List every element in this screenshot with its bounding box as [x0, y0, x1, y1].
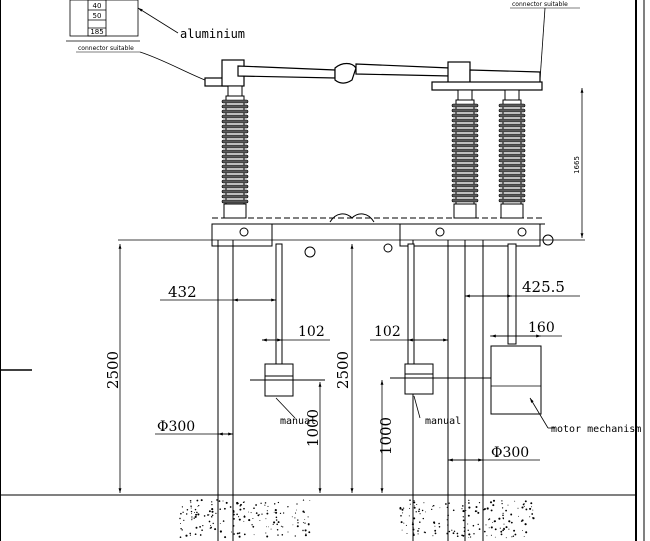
table-value-1: 40 [93, 2, 102, 10]
dim-2500-left: 2500 [104, 351, 122, 389]
dim-432: 432 [168, 283, 197, 301]
right-insulator-b [498, 89, 526, 219]
dimension-lines [118, 88, 584, 493]
dim-phi300-left: Φ300 [157, 419, 195, 435]
operating-shafts [275, 243, 517, 365]
left-insulator [221, 85, 249, 219]
manual-handle-left [250, 363, 325, 397]
manual-label-left: manual [280, 416, 316, 427]
table-value-3: 185 [90, 28, 103, 36]
dim-1000-left: 1000 [304, 409, 322, 447]
motor-mechanism-label: motor mechanism [551, 424, 641, 435]
connector-right-label: connector suitable [512, 1, 568, 8]
base-frame [211, 213, 554, 258]
manual-handle-right [390, 363, 520, 395]
conductor-arm [204, 59, 543, 91]
right-insulator-a [451, 89, 479, 219]
foundation-hatching [179, 499, 535, 539]
dim-phi300-right: Φ300 [491, 445, 529, 461]
connector-left-label: connector suitable [78, 45, 134, 52]
dim-425-5: 425.5 [522, 278, 565, 296]
dim-102-left: 102 [298, 324, 325, 340]
manual-label-right: manual [425, 416, 461, 427]
dim-2500-right: 2500 [334, 351, 352, 389]
dim-160: 160 [528, 320, 555, 336]
dim-1000-right: 1000 [377, 417, 395, 455]
spec-table [66, 0, 140, 42]
table-value-2: 50 [93, 12, 102, 20]
support-columns [217, 240, 484, 541]
aluminium-label: aluminium [180, 27, 245, 41]
dim-1665: 1665 [573, 156, 581, 174]
dim-102-right: 102 [374, 324, 401, 340]
